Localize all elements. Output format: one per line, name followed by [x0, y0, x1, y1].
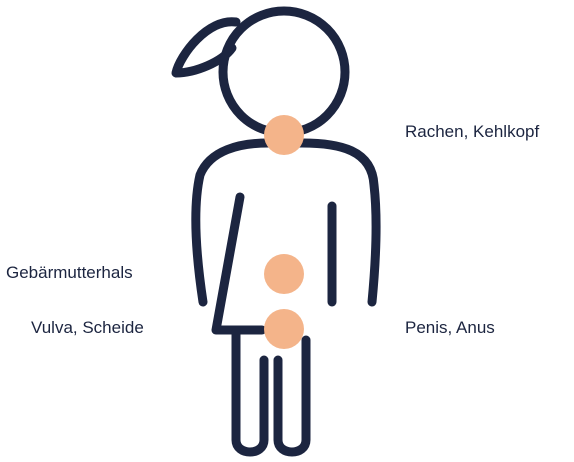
marker-cervix: [264, 254, 304, 294]
head-outline: [223, 11, 345, 133]
label-cervix: Gebärmutterhals: [6, 263, 133, 283]
label-penis: Penis, Anus: [405, 318, 495, 338]
label-vulva: Vulva, Scheide: [31, 318, 144, 338]
legs-outline: [236, 332, 306, 452]
marker-throat: [264, 115, 304, 155]
marker-vulva: [264, 309, 304, 349]
label-throat: Rachen, Kehlkopf: [405, 122, 539, 142]
left-arm-line: [216, 197, 262, 330]
